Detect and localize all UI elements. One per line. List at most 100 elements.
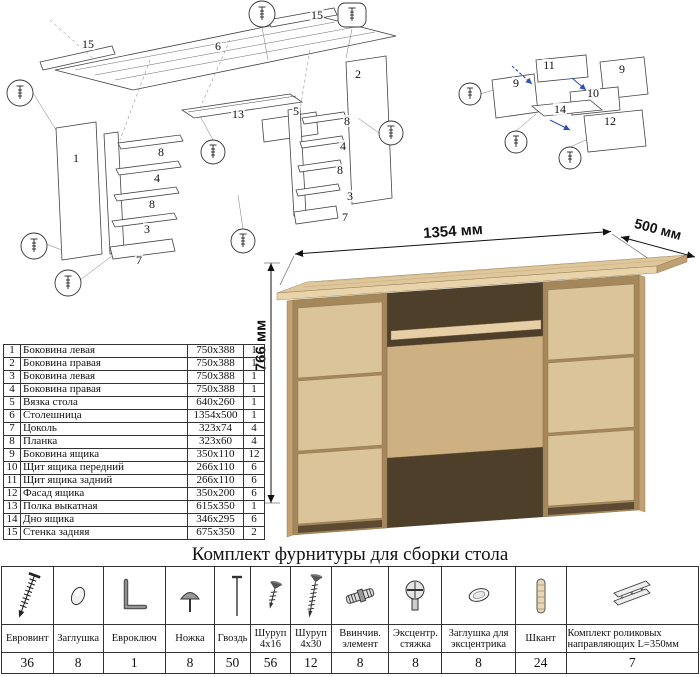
- hardware-item-qty: 8: [441, 652, 516, 674]
- parts-cell-size: 615x350: [187, 500, 244, 514]
- parts-cell-qty: 12: [243, 448, 265, 462]
- parts-cell-size: 346x295: [187, 513, 244, 527]
- parts-cell-qty: 1: [243, 357, 265, 371]
- hardware-item-qty: 56: [249, 652, 292, 674]
- hardware-item-name: Шкант: [514, 624, 567, 653]
- dowel-icon: [514, 566, 567, 625]
- part-number-label: 7: [341, 210, 349, 224]
- part-number-label: 8: [148, 197, 156, 211]
- exploded-diagram-drawing: [6, 0, 404, 297]
- hardware-item-name: Шуруп 4x16: [249, 624, 292, 653]
- parts-cell-qty: 6: [243, 461, 265, 475]
- parts-cell-qty: 1: [243, 383, 265, 397]
- parts-cell-name: Планка: [20, 435, 188, 449]
- hardware-item-qty: 8: [330, 652, 390, 674]
- parts-cell-num: 14: [3, 513, 21, 527]
- part-number-label: 4: [339, 139, 347, 153]
- parts-cell-num: 3: [3, 370, 21, 384]
- parts-cell-num: 12: [3, 487, 21, 501]
- hardware-item-name: Гвоздь: [214, 624, 251, 653]
- hardware-item-name: Ножка: [164, 624, 216, 653]
- parts-cell-size: 266x110: [187, 474, 244, 488]
- cam-cap-icon: [441, 566, 516, 625]
- part-number-label: 4: [153, 171, 161, 185]
- parts-cell-qty: 2: [243, 526, 265, 540]
- part-number-label: 15: [310, 8, 324, 22]
- parts-cell-num: 5: [3, 396, 21, 410]
- hardware-item-name: Заглушка для эксцентрика: [441, 624, 516, 653]
- parts-cell-num: 9: [3, 448, 21, 462]
- parts-cell-qty: 4: [243, 435, 265, 449]
- parts-cell-num: 4: [3, 383, 21, 397]
- parts-cell-name: Боковина ящика: [20, 448, 188, 462]
- parts-cell-qty: 1: [243, 344, 265, 358]
- parts-cell-name: Дно ящика: [20, 513, 188, 527]
- parts-cell-qty: 1: [243, 396, 265, 410]
- hardware-item-qty: 7: [565, 652, 699, 674]
- hardware-item-name: Эксцентр. стяжка: [388, 624, 443, 653]
- drawer-diagram-drawing: [458, 54, 649, 170]
- parts-cell-size: 640x260: [187, 396, 244, 410]
- part-number-label: 9: [512, 76, 520, 90]
- parts-cell-num: 11: [3, 474, 21, 488]
- part-number-label: 13: [231, 107, 245, 121]
- hardware-item-qty: 12: [290, 652, 332, 674]
- hardware-item-name: Евроключ: [102, 624, 166, 653]
- parts-cell-name: Боковина левая: [20, 344, 188, 358]
- confirmat-screw-icon: [1, 566, 54, 625]
- parts-cell-name: Стенка задняя: [20, 526, 188, 540]
- parts-cell-size: 266x110: [187, 461, 244, 475]
- parts-cell-name: Щит ящика передний: [20, 461, 188, 475]
- part-number-label: 8: [336, 163, 344, 177]
- screw-short-icon: [249, 566, 292, 625]
- part-number-label: 8: [157, 145, 165, 159]
- desk-render: 1354 мм 500 мм 766 мм: [253, 215, 700, 545]
- part-number-label: 3: [143, 222, 151, 236]
- parts-cell-num: 2: [3, 357, 21, 371]
- parts-cell-qty: 6: [243, 474, 265, 488]
- parts-cell-size: 350x200: [187, 487, 244, 501]
- hardware-item-name: Комплект роликовых направляющих L=350мм: [565, 624, 699, 653]
- parts-cell-num: 6: [3, 409, 21, 423]
- desk-drawing: [264, 228, 696, 538]
- foot-icon: [164, 566, 216, 625]
- parts-cell-size: 750x388: [187, 383, 244, 397]
- parts-cell-num: 15: [3, 526, 21, 540]
- parts-cell-size: 750x388: [187, 344, 244, 358]
- parts-cell-name: Цоколь: [20, 422, 188, 436]
- part-number-label: 5: [292, 104, 300, 118]
- parts-cell-name: Фасад ящика: [20, 487, 188, 501]
- parts-cell-name: Столешница: [20, 409, 188, 423]
- part-number-label: 10: [586, 86, 600, 100]
- part-number-label: 15: [81, 37, 95, 51]
- parts-cell-qty: 1: [243, 370, 265, 384]
- parts-cell-size: 323x60: [187, 435, 244, 449]
- parts-cell-num: 8: [3, 435, 21, 449]
- part-number-label: 2: [354, 67, 362, 81]
- parts-cell-num: 1: [3, 344, 21, 358]
- cam-lock-icon: [388, 566, 443, 625]
- hardware-item-name: Евровинт: [1, 624, 54, 653]
- hardware-kit-title: Комплект фурнитуры для сборки стола: [191, 544, 509, 565]
- parts-cell-num: 7: [3, 422, 21, 436]
- parts-cell-name: Боковина левая: [20, 370, 188, 384]
- hex-key-icon: [102, 566, 166, 625]
- parts-cell-qty: 6: [243, 487, 265, 501]
- parts-cell-qty: 1: [243, 409, 265, 423]
